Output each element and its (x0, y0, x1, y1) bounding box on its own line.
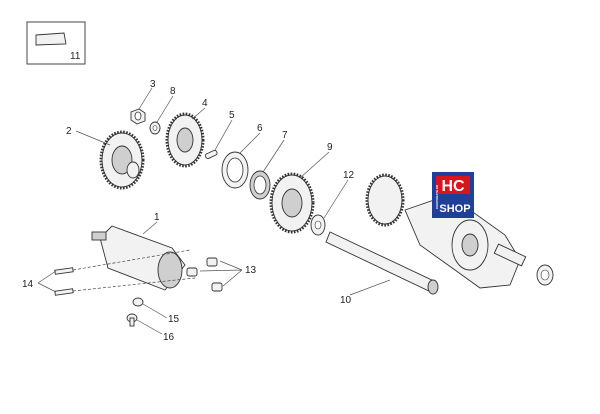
callout-16: 16 (163, 332, 175, 343)
part-11-inset: 11 (26, 21, 86, 65)
callout-12: 12 (343, 170, 355, 181)
logo-line1: HC (441, 178, 465, 195)
callout-3: 3 (150, 79, 156, 90)
starter-motor-1 (91, 225, 186, 291)
dampers-13 (186, 257, 223, 292)
callout-labels: 3 8 4 2 5 6 7 9 12 1 13 14 15 16 10 (22, 79, 355, 343)
part-11-key-icon (35, 32, 67, 46)
callout-1: 1 (154, 212, 160, 223)
bolt-16 (126, 313, 138, 327)
callout-8: 8 (170, 86, 176, 97)
washer-15 (132, 297, 144, 307)
bearing-6 (221, 151, 249, 189)
washer-12 (310, 214, 326, 236)
screws-14 (54, 249, 196, 296)
gear-4 (165, 112, 205, 168)
washer-8 (149, 121, 161, 135)
pin-5 (204, 149, 218, 160)
nut-3 (130, 108, 146, 125)
logo-vertical-text: CORPORATE.RU (435, 185, 439, 209)
callout-11: 11 (70, 51, 81, 62)
gear-2 (99, 130, 145, 190)
callout-4: 4 (202, 98, 208, 109)
roller-bearing-7 (249, 170, 271, 200)
logo-line2: SHOP (439, 203, 470, 215)
callout-15: 15 (168, 314, 180, 325)
callout-9: 9 (327, 142, 333, 153)
callout-10: 10 (340, 295, 352, 306)
crankshaft-assembly (365, 173, 554, 289)
gear-9 (269, 172, 315, 234)
callout-13: 13 (245, 265, 257, 276)
logo-hc-panel (436, 176, 470, 194)
callout-5: 5 (229, 110, 235, 121)
callout-2: 2 (66, 126, 72, 137)
shaft-10 (325, 231, 439, 295)
leader-lines (37, 87, 391, 335)
callout-6: 6 (257, 123, 263, 134)
callout-7: 7 (282, 130, 288, 141)
callout-14: 14 (22, 279, 34, 290)
hc-shop-logo: HC SHOP CORPORATE.RU (432, 172, 474, 218)
